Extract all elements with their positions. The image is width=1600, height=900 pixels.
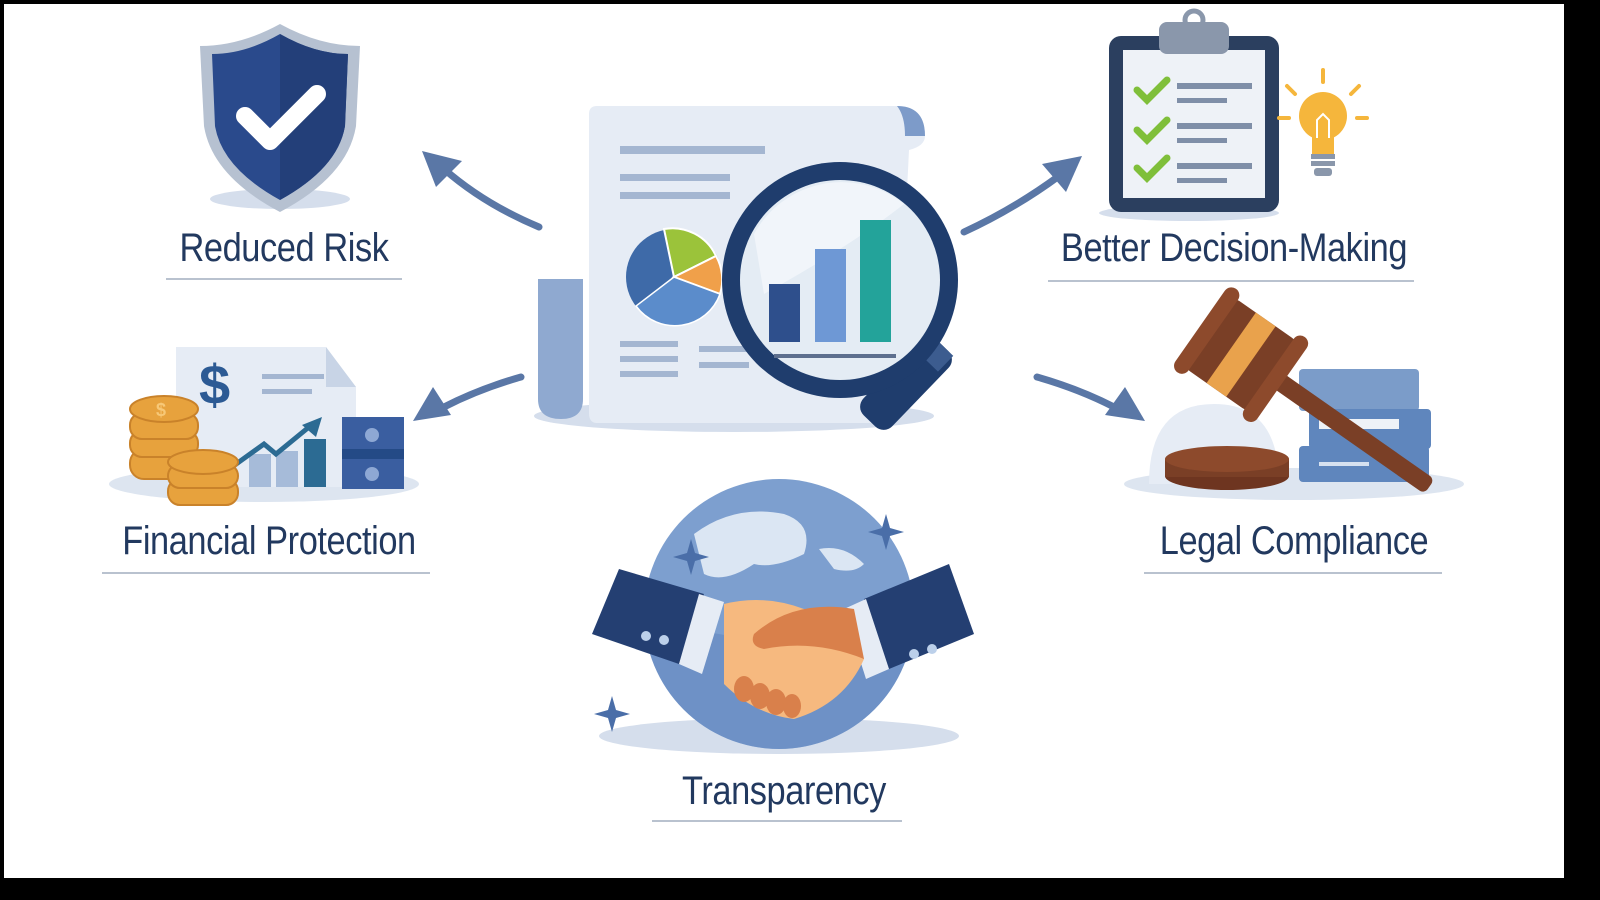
globe-handshake-icon (592, 479, 974, 754)
gavel-books-icon (1124, 287, 1464, 500)
underline-transparency (652, 820, 902, 822)
benefit-label-reduced-risk: Reduced Risk (179, 226, 389, 270)
report-magnifier-icon (534, 106, 958, 432)
underline-reduced-risk (166, 278, 402, 280)
diagram-canvas: Reduced Risk Better Decision-Making (4, 4, 1564, 878)
benefit-label-financial-protection: Financial Protection (122, 519, 416, 563)
coins-money-growth-icon: $ $ (109, 347, 419, 506)
clipboard-checklist-lightbulb-icon (1099, 8, 1369, 221)
underline-financial-protection (102, 572, 430, 574)
benefit-label-transparency: Transparency (682, 769, 886, 813)
shield-check-icon (200, 24, 360, 212)
underline-better-decision-making (1048, 280, 1414, 282)
benefit-label-legal-compliance: Legal Compliance (1159, 519, 1429, 563)
svg-text:$: $ (156, 400, 166, 420)
underline-legal-compliance (1144, 572, 1442, 574)
arrow-to-legal-compliance (1033, 373, 1145, 421)
arrow-to-reduced-risk (422, 151, 543, 231)
benefit-label-better-decision-making: Better Decision-Making (1060, 226, 1408, 270)
arrow-to-financial-protection (413, 373, 525, 421)
svg-text:$: $ (199, 353, 230, 416)
arrow-to-better-decision-making (960, 156, 1082, 236)
